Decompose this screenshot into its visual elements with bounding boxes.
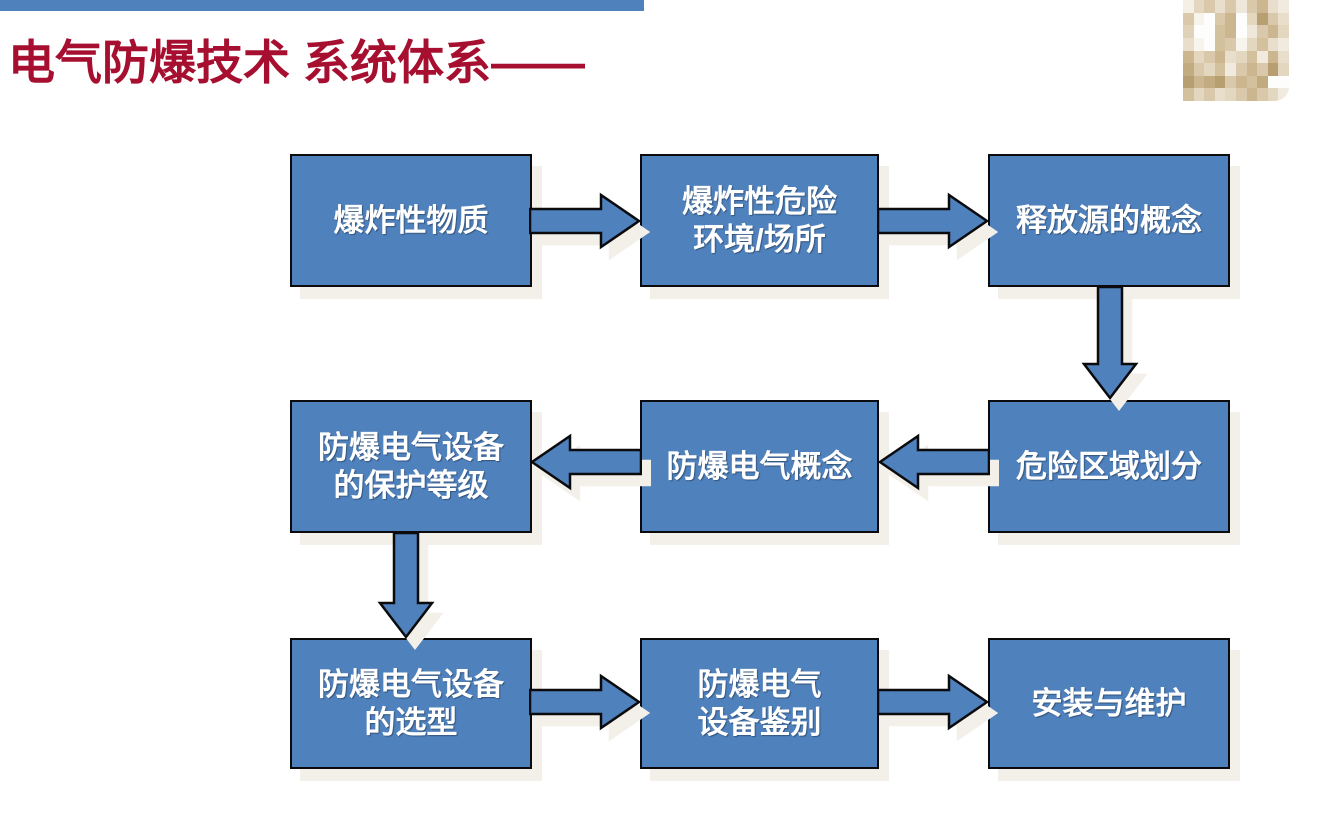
flow-node-equipment-protection-level: 防爆电气设备 的保护等级 — [290, 400, 532, 533]
flow-node-hazardous-zone-classification: 危险区域划分 — [988, 400, 1230, 533]
flow-node-label: 防爆电气 设备鉴别 — [697, 667, 822, 740]
right-arrow-icon — [877, 192, 990, 250]
flow-node-label: 防爆电气概念 — [666, 448, 853, 484]
flow-node-label: 爆炸性危险 环境/场所 — [682, 184, 837, 257]
flow-node-label: 爆炸性物质 — [333, 202, 489, 238]
flow-node-label: 危险区域划分 — [1016, 448, 1202, 484]
down-arrow-icon — [1081, 286, 1139, 401]
flow-node-explosive-substances: 爆炸性物质 — [290, 154, 532, 287]
flow-node-equipment-identification: 防爆电气 设备鉴别 — [640, 638, 879, 769]
flow-node-label: 释放源的概念 — [1016, 202, 1202, 238]
left-arrow-icon — [529, 433, 642, 491]
flow-node-exproof-electrical-concept: 防爆电气概念 — [640, 400, 879, 533]
flow-node-installation-maintenance: 安装与维护 — [988, 638, 1230, 769]
right-arrow-icon — [529, 673, 642, 731]
flow-node-label: 防爆电气设备 的保护等级 — [318, 430, 504, 503]
page-title: 电气防爆技术 系统体系—— — [8, 36, 586, 89]
flow-node-equipment-selection: 防爆电气设备 的选型 — [290, 638, 532, 769]
flow-node-label: 安装与维护 — [1031, 685, 1187, 721]
flow-node-explosive-hazardous-environment: 爆炸性危险 环境/场所 — [640, 154, 879, 287]
left-arrow-icon — [877, 433, 990, 491]
down-arrow-icon — [377, 532, 435, 640]
flow-node-label: 防爆电气设备 的选型 — [318, 667, 504, 740]
flow-node-release-source-concept: 释放源的概念 — [988, 154, 1230, 287]
right-arrow-icon — [877, 673, 990, 731]
right-arrow-icon — [529, 192, 642, 250]
top-accent-bar — [0, 0, 644, 11]
logo-mosaic — [1183, 0, 1289, 101]
